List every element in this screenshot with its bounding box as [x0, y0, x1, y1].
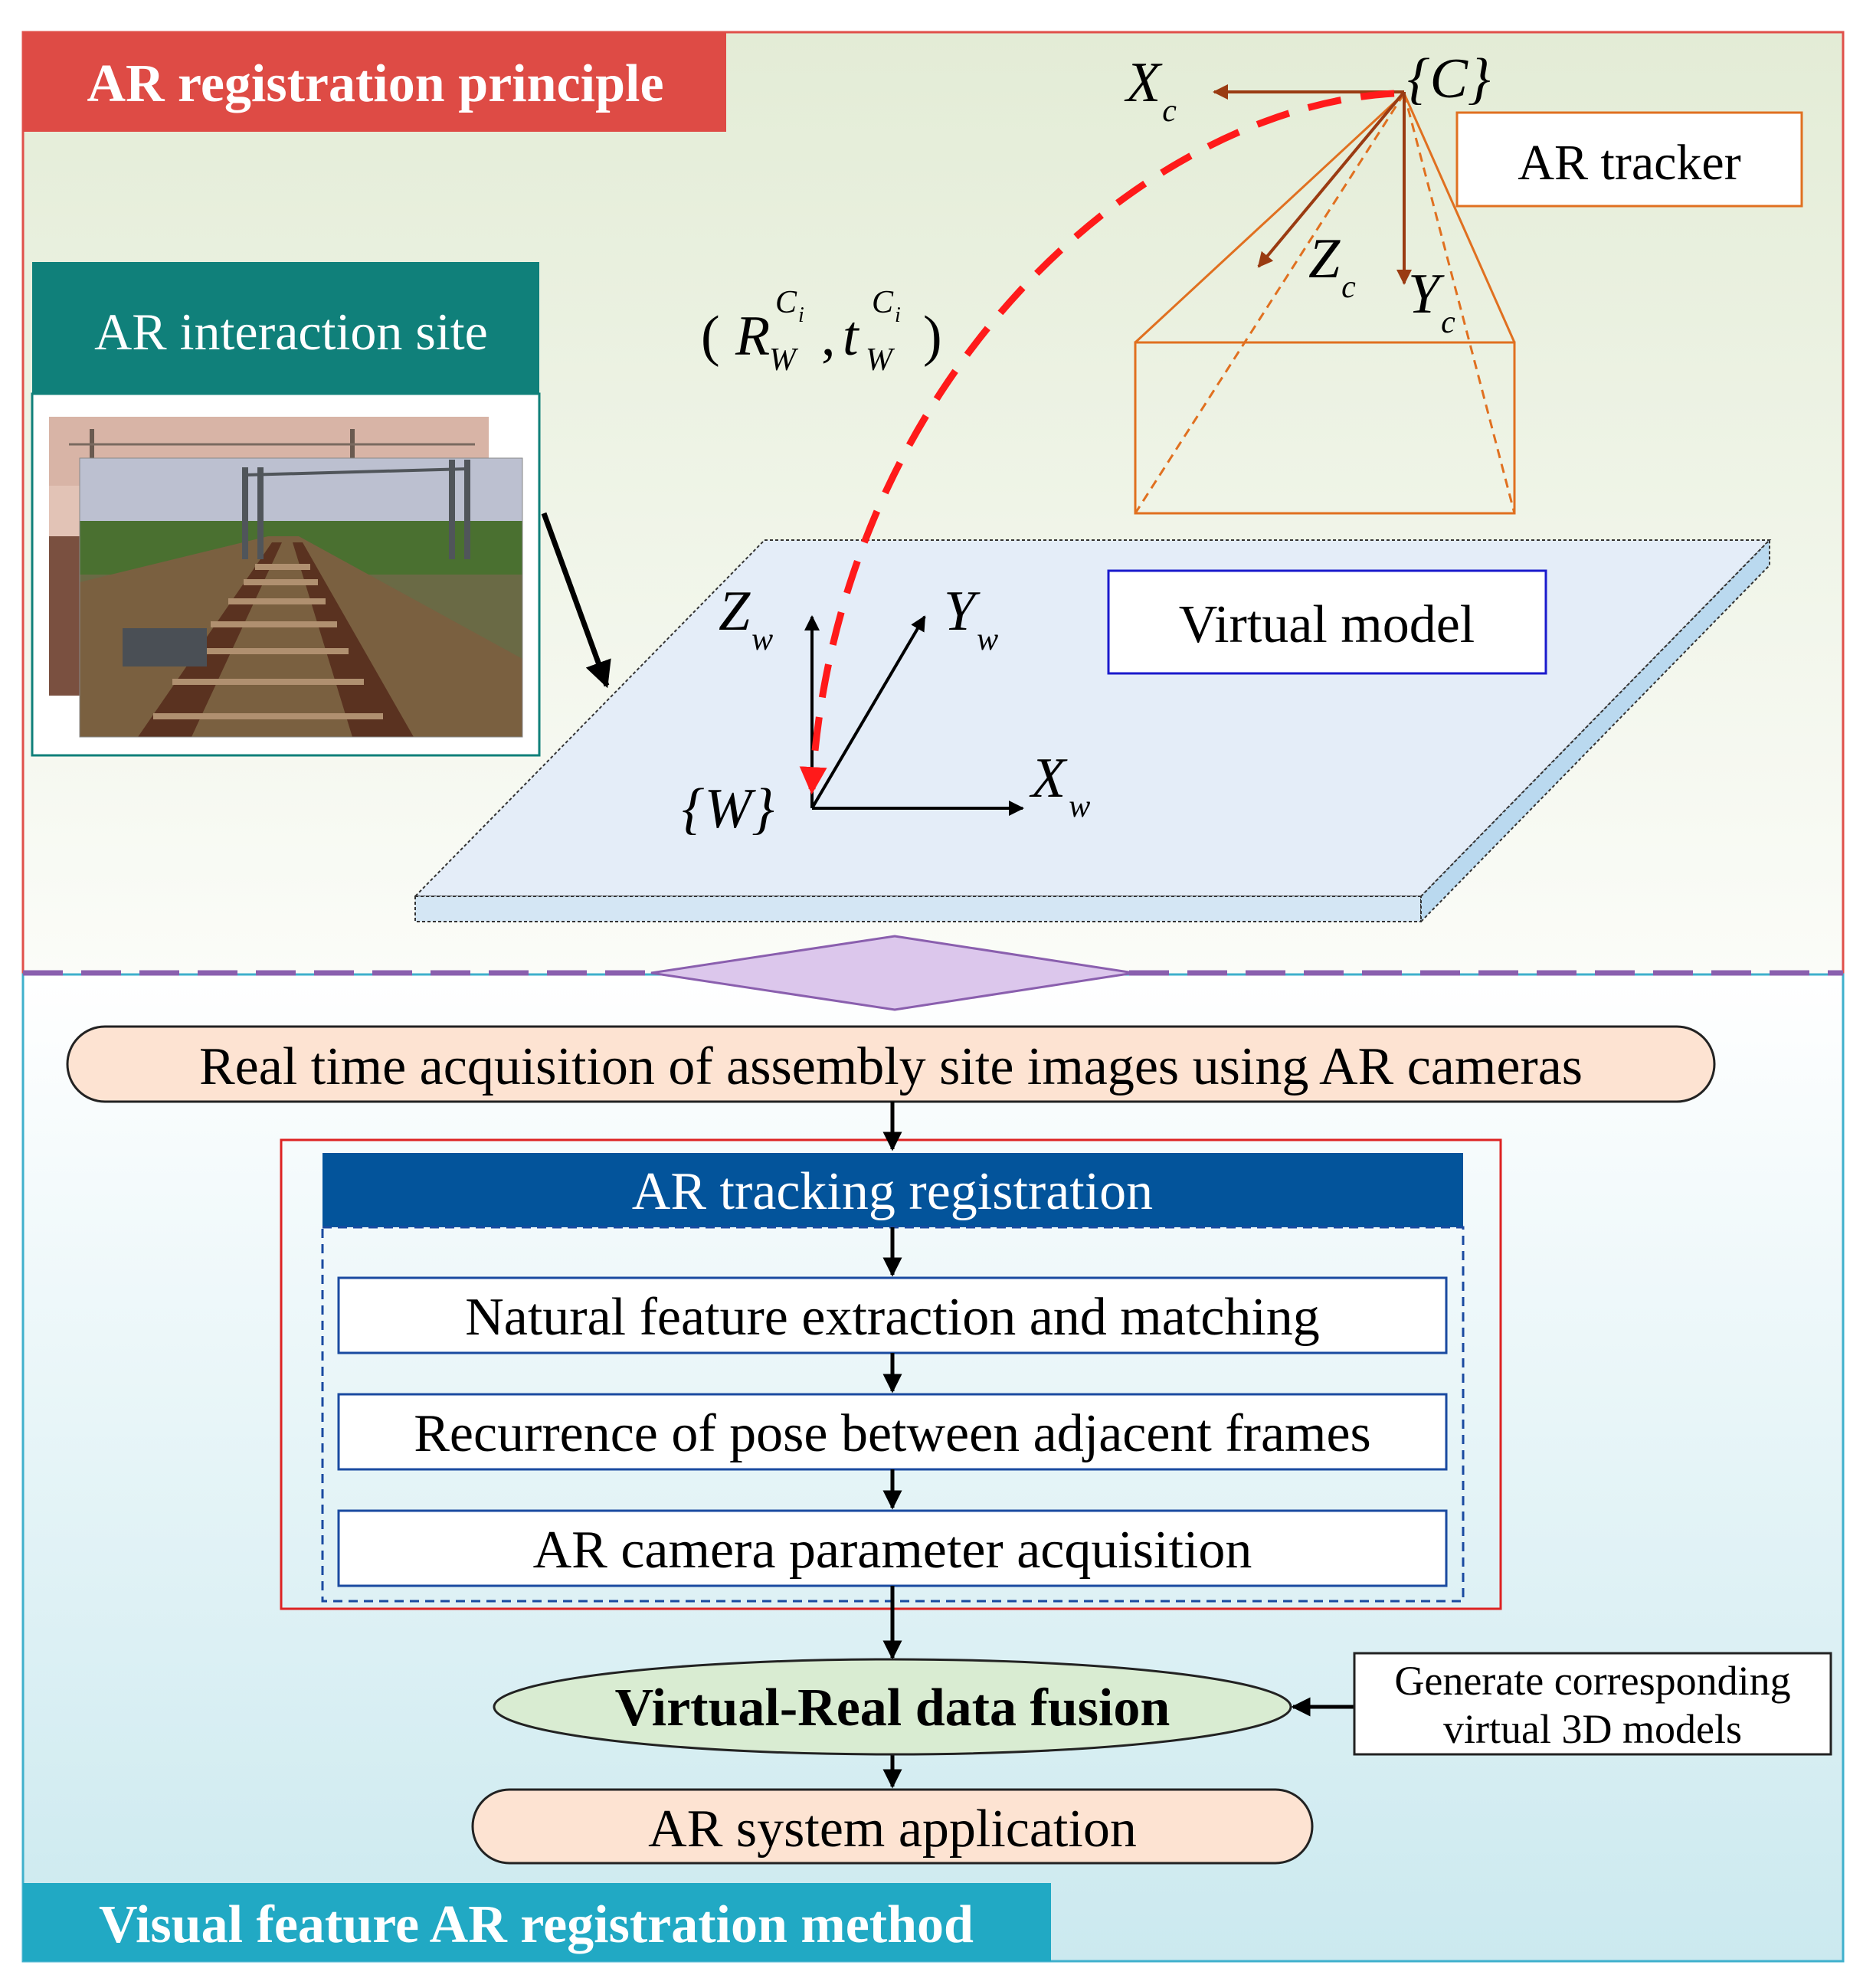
step-pose-box: [337, 1393, 1448, 1471]
fusion-ellipse: [493, 1658, 1292, 1756]
pose-comma: ,: [821, 305, 836, 368]
acquisition-label: Real time acquisition of assembly site i…: [199, 1037, 1583, 1096]
generate-models-box: [1353, 1652, 1832, 1756]
interaction-site-banner: [32, 262, 539, 394]
fusion-label: Virtual-Real data fusion: [615, 1679, 1171, 1737]
pose-t-sup-sub: i: [895, 303, 901, 327]
application-label: AR system application: [648, 1800, 1137, 1859]
interaction-site-label: AR interaction site: [94, 303, 488, 361]
site-photo-front: [79, 457, 523, 738]
photo-to-plane-arrow: [541, 512, 611, 689]
generate-models-line1: Generate corresponding: [1394, 1658, 1790, 1704]
pose-transform-arrow: [799, 90, 1395, 795]
pose-t-sub: W: [866, 342, 895, 378]
top-panel-title: AR registration principle: [87, 54, 663, 113]
tracking-header-label: AR tracking registration: [632, 1162, 1153, 1221]
flow-arrows: [882, 1102, 1354, 1789]
virtual-model-label: Virtual model: [1179, 595, 1475, 654]
application-pill: [471, 1788, 1314, 1865]
step-feature-box: [337, 1276, 1448, 1354]
axis-yw-label: Yw: [944, 580, 998, 657]
pose-R-sub: W: [769, 342, 799, 378]
camera-frustum: [1134, 92, 1516, 515]
step-pose-label: Recurrence of pose between adjacent fram…: [414, 1404, 1371, 1463]
axis-xw-label: Xw: [1029, 747, 1090, 824]
pose-R-sup: C: [775, 285, 797, 320]
axis-zw-label: Zw: [719, 580, 773, 657]
step-camera-label: AR camera parameter acquisition: [533, 1521, 1252, 1580]
bottom-panel-title-banner: [23, 1883, 1051, 1961]
pose-label: ( R W C i , t W C i ): [701, 285, 942, 378]
ar-tracker-label: AR tracker: [1518, 135, 1740, 191]
pose-R: R: [735, 305, 770, 368]
generate-models-line2: virtual 3D models: [1443, 1706, 1742, 1752]
step-feature-label: Natural feature extraction and matching: [465, 1288, 1320, 1347]
top-panel-title-banner: [23, 32, 726, 132]
axis-xc-label: Xc: [1124, 51, 1177, 129]
pose-close-paren: ): [923, 305, 942, 368]
pose-t: t: [843, 305, 860, 368]
step-camera-box: [337, 1509, 1448, 1587]
world-frame-label: {W}: [682, 778, 774, 840]
pose-R-sup-sub: i: [798, 303, 804, 327]
axis-zc-label: Zc: [1308, 228, 1356, 305]
ar-tracker-box: [1455, 111, 1803, 208]
virtual-model-box: [1107, 569, 1547, 675]
tracking-header-bar: [323, 1153, 1463, 1227]
bottom-panel-title: Visual feature AR registration method: [99, 1895, 974, 1954]
pose-t-sup: C: [872, 285, 894, 320]
divider-diamond: [650, 935, 1134, 1011]
axis-yc-label: Yc: [1408, 263, 1455, 340]
pose-open-paren: (: [701, 305, 720, 368]
camera-frame-label: {C}: [1407, 47, 1491, 110]
